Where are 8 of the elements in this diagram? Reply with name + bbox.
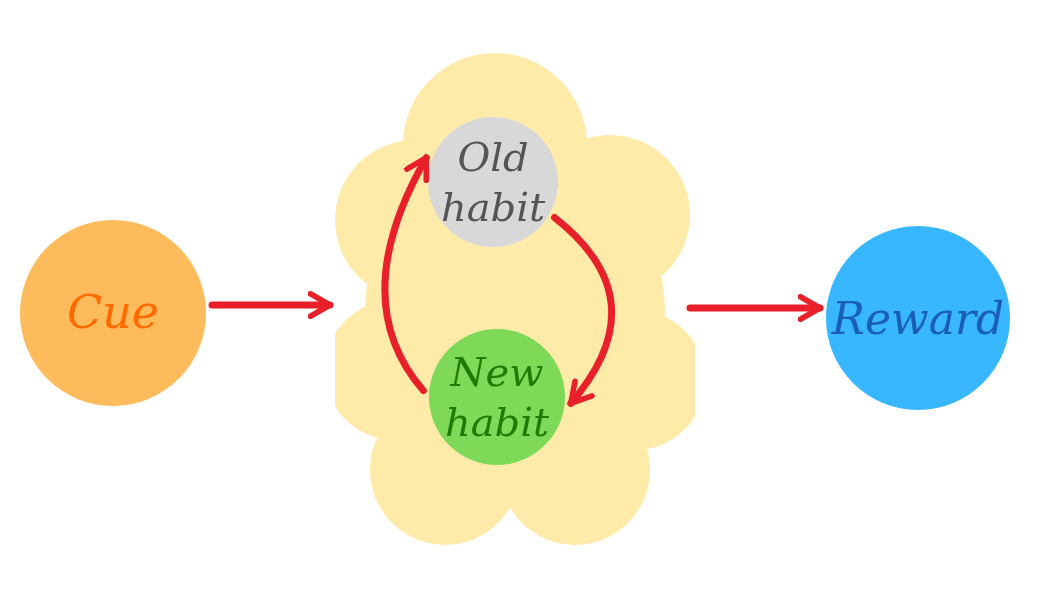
node-label: Reward	[830, 291, 1006, 346]
node-label: Old habit	[439, 133, 547, 232]
arrow	[686, 294, 824, 322]
arrow	[551, 214, 615, 407]
arrow	[208, 291, 334, 319]
node-label: Cue	[65, 284, 160, 342]
node-label: New habit	[443, 348, 551, 447]
arrow	[381, 154, 430, 395]
